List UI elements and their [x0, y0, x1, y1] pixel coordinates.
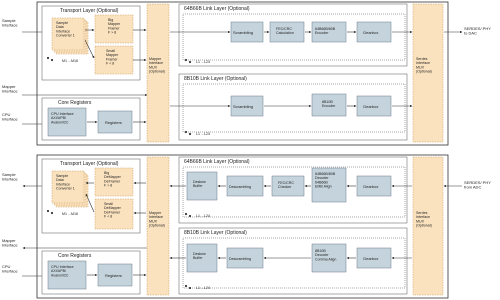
rx-deskew-buffer	[186, 171, 218, 201]
rx-8b10b-decoder	[311, 243, 347, 273]
rx-small-demapper-deframer	[94, 198, 134, 230]
rx-64b66b-decoder	[311, 167, 347, 203]
rx-registers-box	[97, 263, 133, 287]
tx-8b10b-title: 8B10B Link Layer (Optional)	[184, 76, 247, 82]
tx-8b-scrambling	[230, 95, 264, 117]
rx-sample-data-interface	[51, 170, 85, 204]
tx-fec-crc-calculation	[269, 21, 305, 43]
rx-8b-descrambling	[226, 247, 264, 269]
rx-64b66b-title: 64B66B Link Layer (Optional)	[184, 159, 250, 165]
rx-serdes-interface-mux	[412, 156, 444, 296]
rx-8b-deskew-buffer	[186, 243, 218, 273]
tx-8b-lanes-label: L1 ...L24	[196, 132, 210, 136]
rx-64b-gearbox	[356, 175, 392, 197]
tx-core-registers-title: Core Registers	[58, 100, 92, 106]
rx-mapper-interface-mux	[146, 156, 170, 296]
tx-64b-gearbox	[356, 21, 392, 43]
rx-descrambling-text: Descrambling	[229, 185, 251, 189]
tx-8b-gearbox	[356, 95, 392, 117]
tx-64b66b-title: 64B66B Link Layer (Optional)	[184, 6, 250, 12]
rx-registers-text: Registers	[105, 273, 122, 278]
rx-cpu-interface-box	[47, 260, 87, 290]
tx-scrambling-text: Scrambling	[233, 30, 253, 35]
rx-8b-lanes-label: L1 ...L24	[196, 286, 210, 290]
tx-8b-gearbox-text: Gearbox	[363, 104, 378, 109]
tx-8b10b-encoder	[311, 93, 347, 117]
tx-m-labels: M1 ...M16	[62, 59, 78, 63]
rx-fec-crc-checker	[271, 175, 305, 197]
tx-serdes-interface-mux	[412, 3, 444, 143]
rx-transport-layer-title: Transport Layer (Optional)	[60, 161, 119, 167]
tx-sample-data-interface	[51, 17, 85, 51]
rx-64b-gearbox-text: Gearbox	[363, 184, 378, 189]
tx-mapper-interface-mux	[146, 3, 170, 143]
rx-m-labels: M1 ...M16	[62, 212, 78, 216]
tx-64b-lanes-label: L1 ...L24	[196, 60, 210, 64]
rx-big-demapper-deframer	[94, 167, 134, 197]
tx-registers-box	[97, 110, 133, 134]
rx-64b-lanes-label: L1 ...L24	[196, 214, 210, 218]
rx-8b-descrambling-text: Descrambling	[229, 257, 251, 261]
rx-descrambling	[226, 175, 264, 197]
tx-transport-layer-title: Transport Layer (Optional)	[60, 8, 119, 14]
tx-big-mapper-framer	[94, 14, 134, 44]
tx-64b-gearbox-text: Gearbox	[363, 30, 378, 35]
tx-registers-text: Registers	[105, 120, 122, 125]
rx-8b-gearbox-text: Gearbox	[363, 256, 378, 261]
rx-8b-gearbox	[356, 247, 392, 269]
tx-8b-scrambling-text: Scrambling	[233, 104, 253, 109]
rx-8b10b-title: 8B10B Link Layer (Optional)	[184, 230, 247, 236]
tx-64b66b-encoder	[311, 21, 347, 43]
tx-scrambling	[230, 21, 264, 43]
tx-cpu-interface-box	[47, 107, 87, 137]
rx-core-registers-title: Core Registers	[58, 253, 92, 259]
tx-small-mapper-framer	[94, 45, 134, 75]
